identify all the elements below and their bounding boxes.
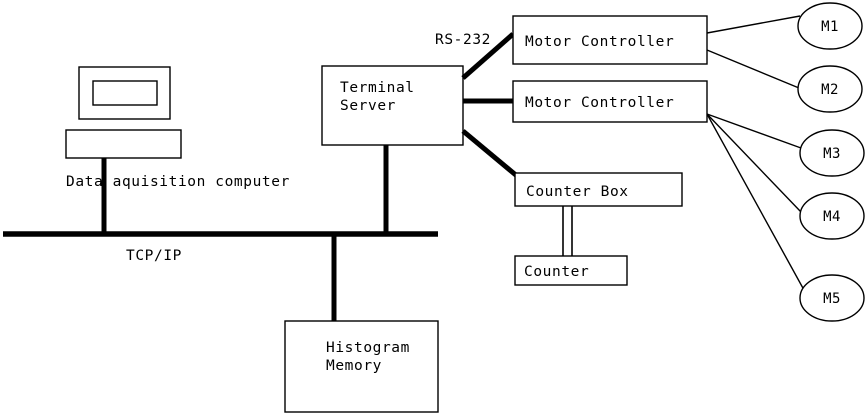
motor-controller-2-to-m4-link (706, 113, 802, 213)
motor-m1-label: M1 (821, 19, 839, 35)
motor-controller-2-to-m3-link (706, 113, 802, 149)
motor-controller-1-to-m1-link (706, 15, 801, 34)
motor-m3-ellipse[interactable] (799, 129, 865, 177)
tcpip-label: TCP/IP (126, 248, 182, 264)
terminal-server-box[interactable] (321, 65, 464, 146)
rs232-label: RS-232 (435, 32, 491, 48)
histogram-memory-box[interactable] (284, 320, 439, 413)
motor-controller-1-label: Motor Controller (525, 34, 674, 50)
monitor-screen (92, 80, 158, 106)
motor-m2-label: M2 (821, 82, 839, 98)
data-acquisition-computer-label: Data aquisition computer (66, 174, 290, 190)
histogram-memory-label-line2: Memory (326, 358, 382, 374)
histogram-memory-label-line1: Histogram (326, 340, 410, 356)
terminal-server-to-counter-box-link (461, 129, 519, 178)
motor-m1-ellipse[interactable] (797, 2, 863, 50)
terminal-server-label-line1: Terminal (340, 80, 415, 96)
motor-controller-2-to-m5-link (706, 113, 805, 291)
counter-box[interactable] (514, 172, 683, 207)
motor-controller-2-label: Motor Controller (525, 95, 674, 111)
motor-m4-label: M4 (823, 209, 841, 225)
motor-m5-label: M5 (823, 291, 841, 307)
motor-controller-1-box[interactable] (512, 15, 708, 65)
terminal-server-to-motor-controller-1-link (461, 32, 515, 80)
motor-m5-ellipse[interactable] (799, 274, 865, 322)
computer-base (65, 129, 182, 159)
motor-controller-2-box[interactable] (512, 80, 708, 123)
counter-box-label: Counter Box (526, 184, 629, 200)
motor-controller-1-to-m2-link (706, 49, 800, 89)
counter-box-readout[interactable] (514, 255, 628, 286)
terminal-server-label-line2: Server (340, 98, 396, 114)
motor-m2-ellipse[interactable] (797, 65, 863, 113)
motor-m3-label: M3 (823, 146, 841, 162)
motor-m4-ellipse[interactable] (799, 192, 865, 240)
counter-label: Counter (524, 264, 589, 280)
